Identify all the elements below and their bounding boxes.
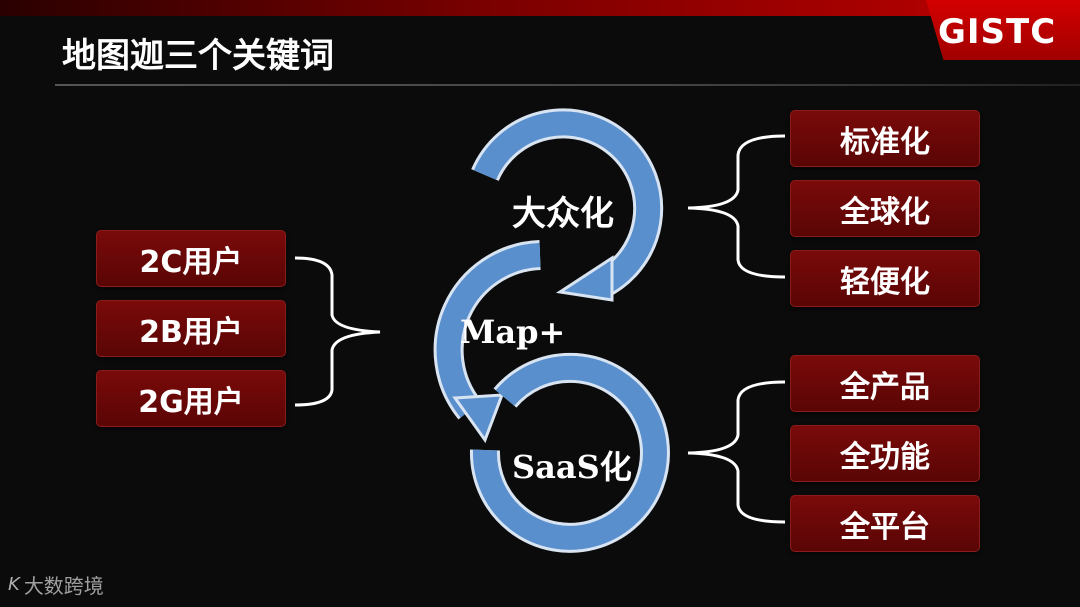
right-top-bracket	[687, 134, 786, 279]
top-accent-bar	[0, 0, 1080, 16]
box-2c-users: 2C用户	[96, 230, 286, 287]
title-divider	[55, 84, 1080, 86]
box-2g-users: 2G用户	[96, 370, 286, 427]
watermark-logo-icon: K	[8, 574, 20, 595]
slide-title: 地图迦三个关键词	[62, 36, 334, 76]
middle-cycle-arrow	[433, 240, 542, 444]
box-full-platforms: 全平台	[790, 495, 980, 552]
box-2b-users: 2B用户	[96, 300, 286, 357]
left-bracket	[294, 256, 381, 407]
box-lightweight: 轻便化	[790, 250, 980, 307]
box-globalization: 全球化	[790, 180, 980, 237]
node-map-plus: Map+	[460, 313, 566, 351]
box-full-functions: 全功能	[790, 425, 980, 482]
gistc-logo: GISTC	[938, 12, 1057, 52]
node-popularization: 大众化	[512, 194, 614, 234]
box-full-products: 全产品	[790, 355, 980, 412]
top-cycle-arrow	[471, 108, 664, 302]
bottom-cycle-arrow	[469, 352, 670, 553]
logo-banner	[926, 0, 1080, 60]
watermark: K 大数跨境	[8, 570, 104, 599]
node-saas: SaaS化	[512, 448, 632, 486]
right-bottom-bracket	[687, 380, 786, 524]
watermark-text: 大数跨境	[23, 574, 104, 598]
box-standardization: 标准化	[790, 110, 980, 167]
